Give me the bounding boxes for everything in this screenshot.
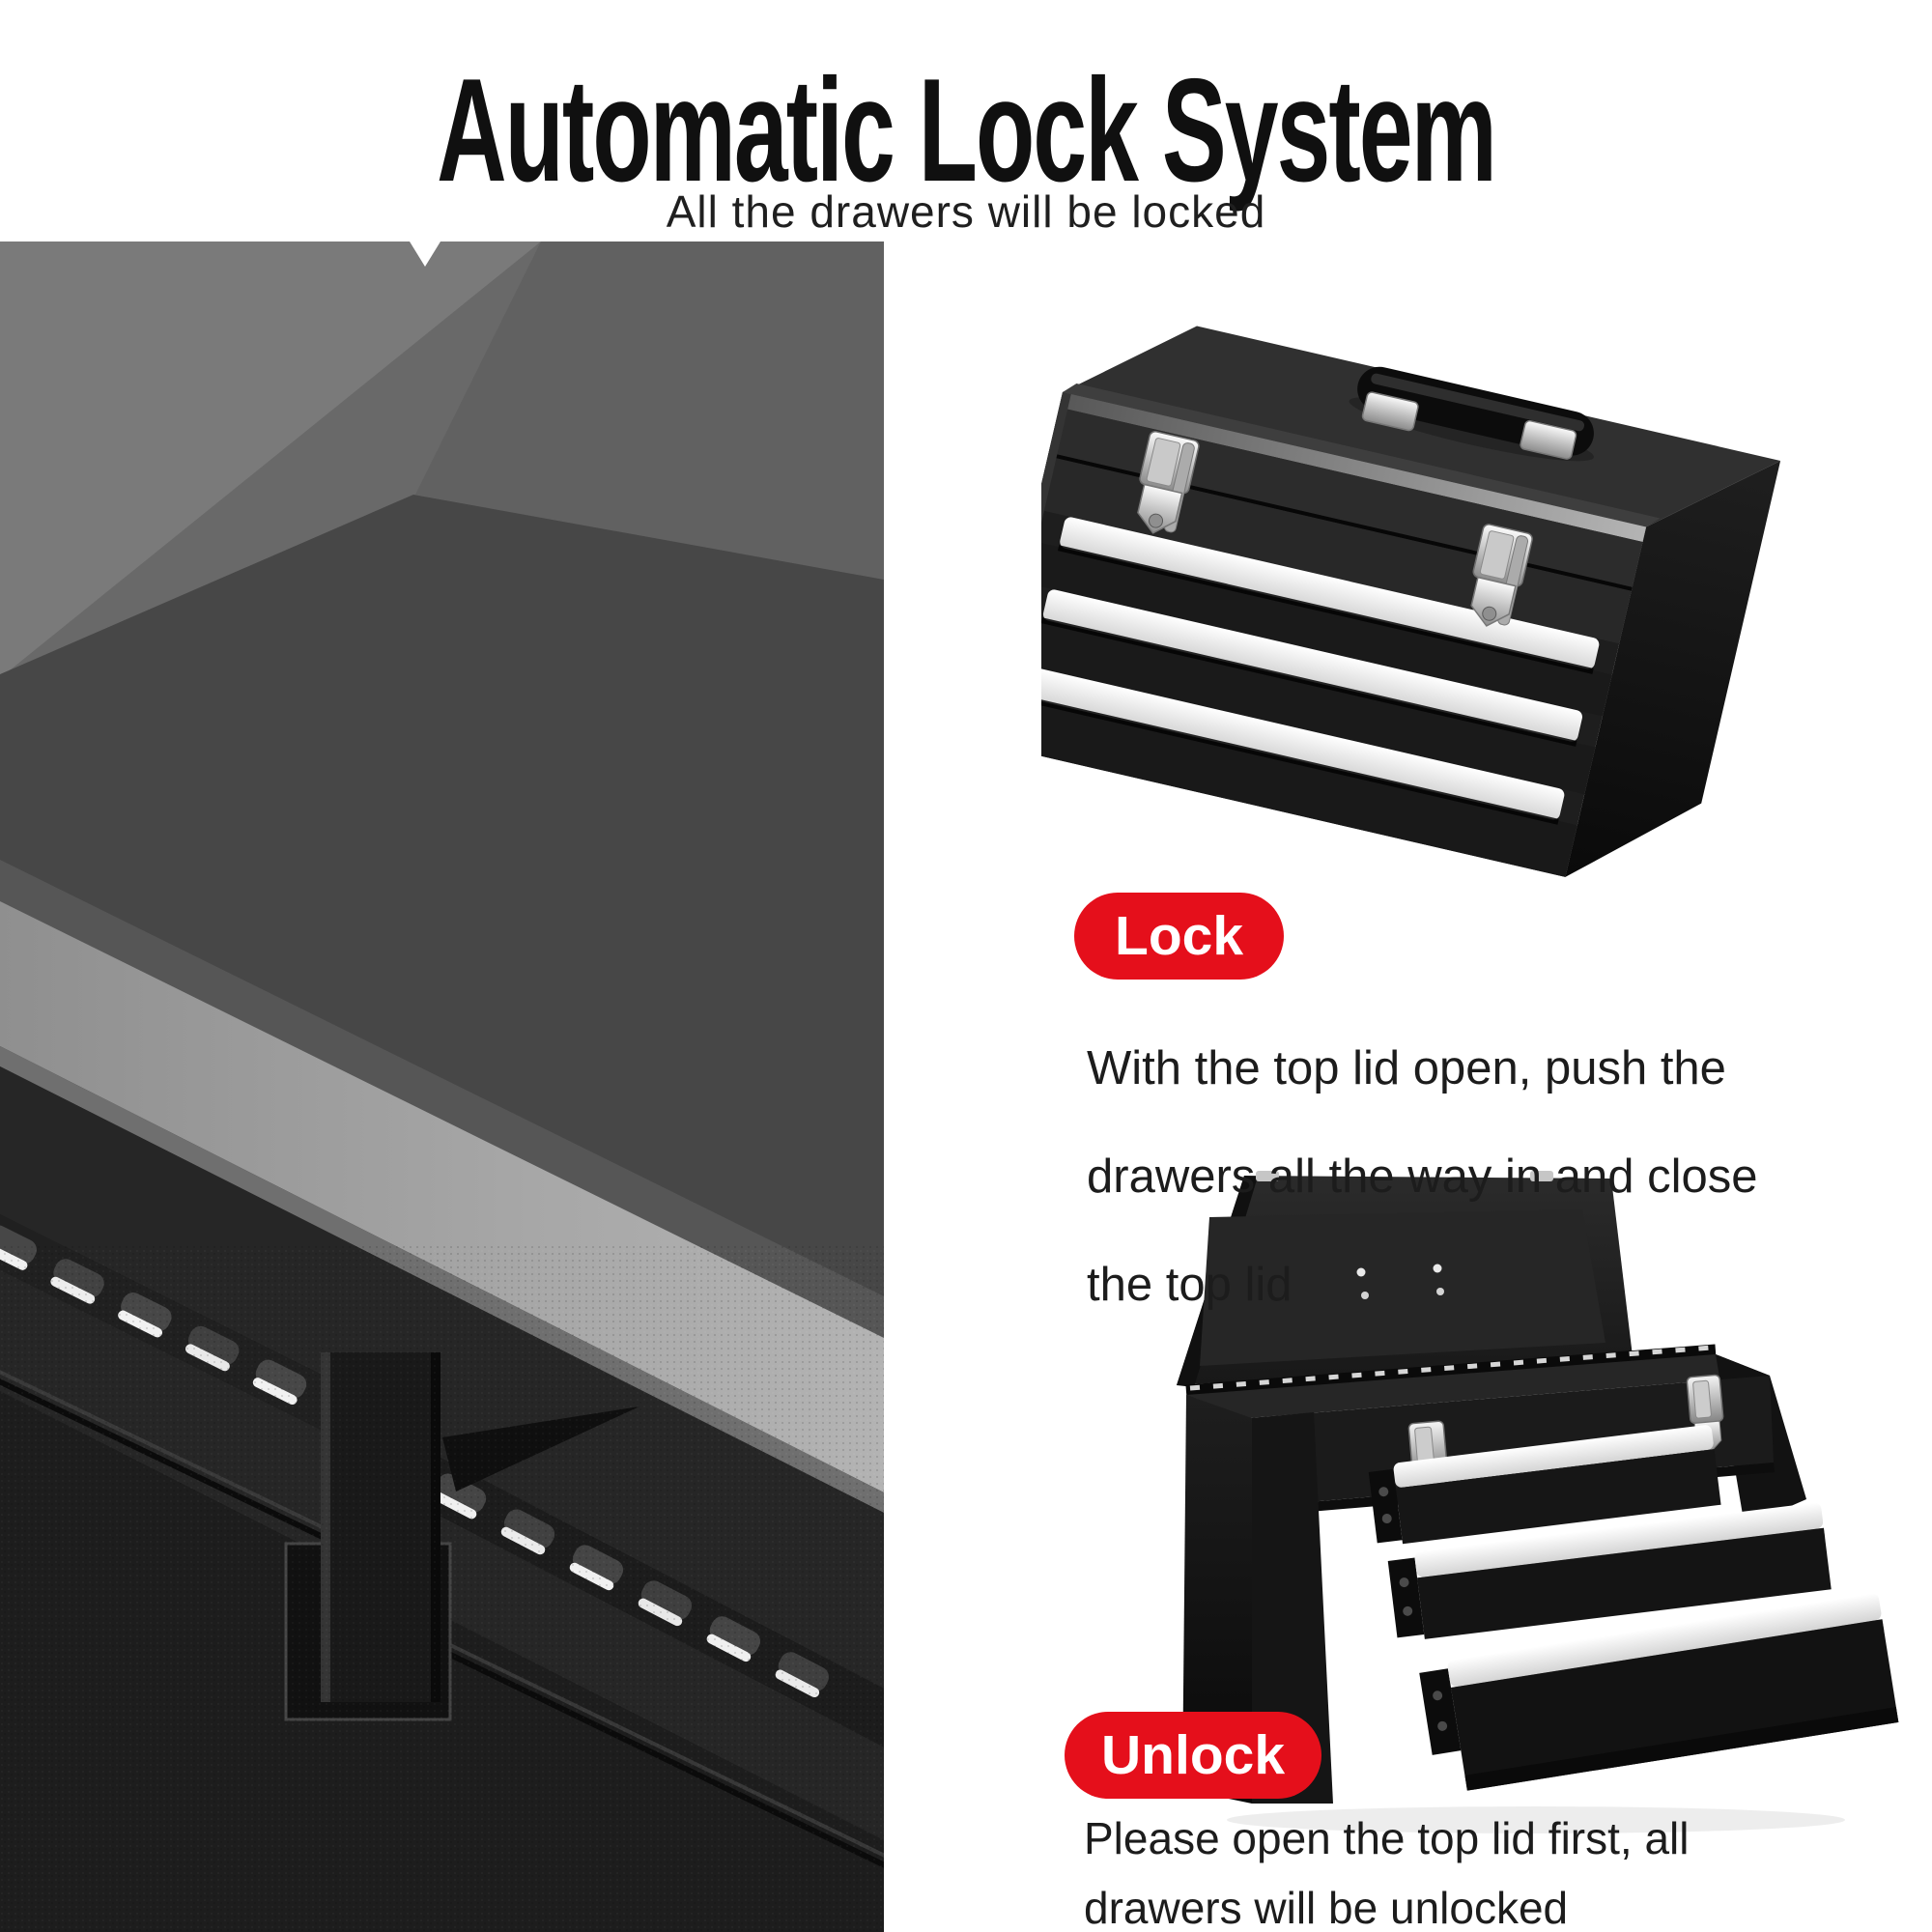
lock-description-line: With the top lid open, push the <box>1087 1042 1726 1094</box>
case-top-rim <box>1186 1354 1770 1418</box>
open-drawer-1 <box>1368 1425 1721 1545</box>
drawer-3 <box>1041 668 1577 877</box>
handle-mount-right <box>1520 419 1577 460</box>
toolbox-open-image <box>1177 1171 1899 1833</box>
open-lid <box>1177 1171 1633 1387</box>
open-drawer-3 <box>1419 1593 1899 1791</box>
toolbox-closed-image <box>1041 326 1781 877</box>
carry-handle <box>1349 366 1594 462</box>
page-subtitle: All the drawers will be locked <box>666 186 1266 237</box>
open-drawer-2 <box>1387 1502 1832 1639</box>
unlock-description-line: Please open the top lid first, all <box>1084 1813 1690 1863</box>
chrome-latch-left <box>1137 431 1200 534</box>
lid-latch-keeper-left <box>1256 1171 1279 1181</box>
lid-top-surface <box>0 495 884 1343</box>
lock-description-line: drawers all the way in and close <box>1087 1151 1758 1203</box>
lid-top-face <box>1063 326 1781 527</box>
hinge-closeup-photo <box>0 242 884 1932</box>
unlock-description-line: drawers will be unlocked <box>1084 1883 1569 1932</box>
open-hinge <box>1185 1344 1717 1400</box>
lid-latch-keeper-right <box>1530 1171 1553 1181</box>
chest-side-panel <box>1565 460 1781 877</box>
drawer-2 <box>1041 589 1596 795</box>
open-latch-right <box>1686 1374 1724 1454</box>
lock-description-line: the top lid <box>1087 1259 1293 1311</box>
drawer-1 <box>1041 517 1612 717</box>
top-edge-notch <box>410 242 440 267</box>
chrome-latch-right <box>1470 524 1533 627</box>
page-title: Automatic Lock System <box>437 48 1497 213</box>
lock-badge: Lock <box>1074 893 1285 980</box>
unlock-badge: Unlock <box>1065 1712 1322 1799</box>
case-left-side <box>1182 1395 1252 1804</box>
handle-mount-left <box>1361 391 1419 432</box>
